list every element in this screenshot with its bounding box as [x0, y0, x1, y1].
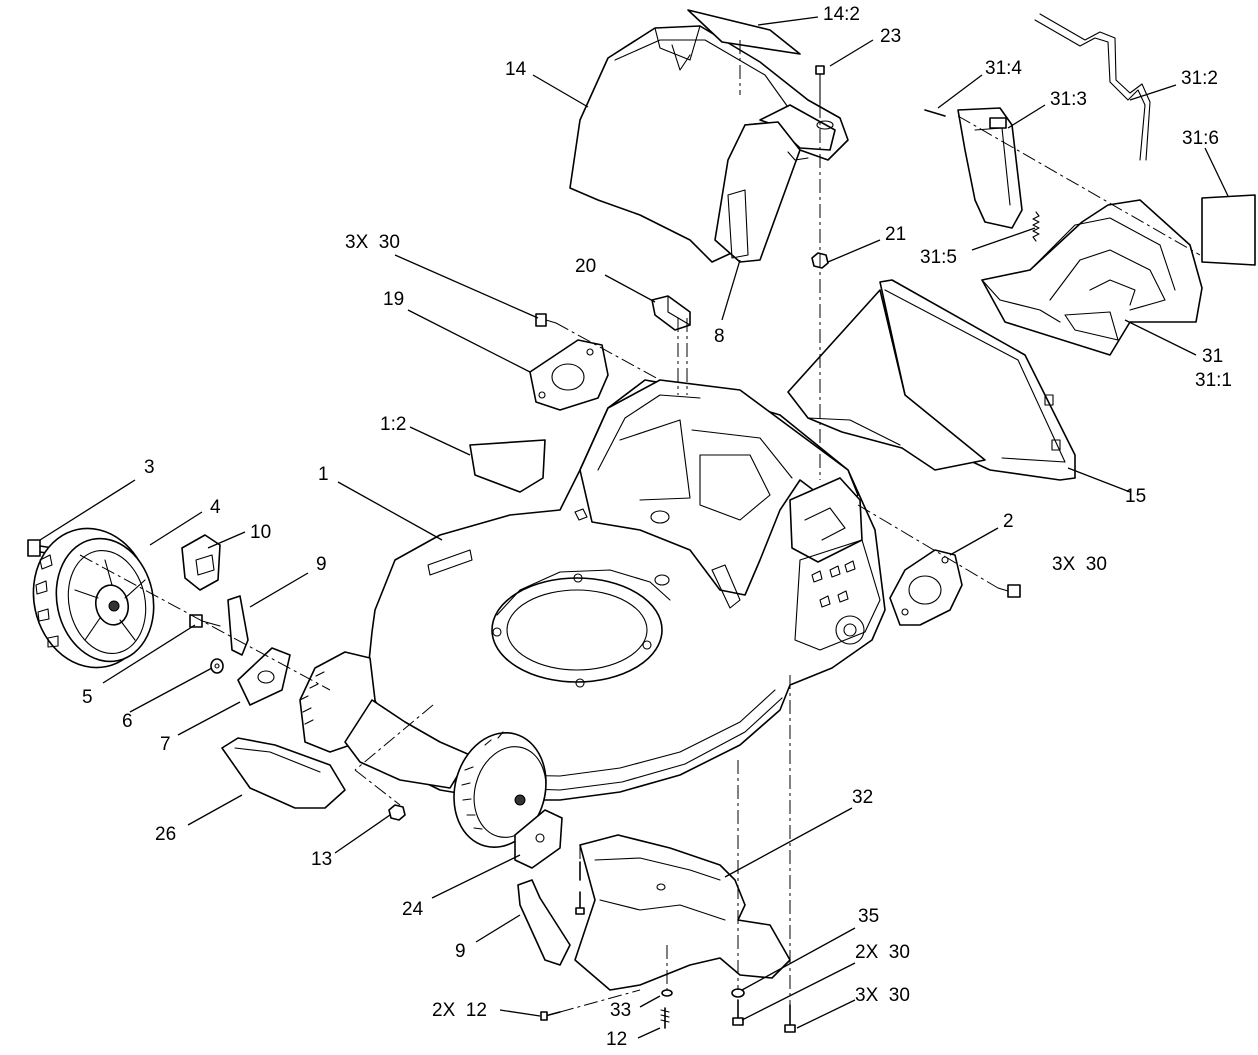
callout-7: 7 — [160, 734, 171, 755]
part-30-bolt-right — [997, 584, 1021, 598]
part-13-nut — [388, 804, 406, 821]
part-31-4-pin — [924, 109, 946, 117]
callout-20: 20 — [575, 256, 596, 277]
part-20-clip — [651, 295, 691, 331]
callout-32: 32 — [852, 787, 873, 808]
part-12-screw-left — [540, 1011, 561, 1021]
part-10-knob — [181, 534, 221, 591]
callout-1: 1 — [318, 464, 329, 485]
callout-21: 21 — [885, 224, 906, 245]
leader-lines — [39, 16, 1229, 1039]
callout-31-4: 31:4 — [985, 58, 1022, 79]
part-9-lever-top — [227, 595, 249, 656]
part-31-3-bracket — [957, 107, 1023, 229]
callout-24: 24 — [402, 899, 424, 920]
callout-2x-12: 2X 12 — [432, 1000, 487, 1021]
callout-19: 19 — [383, 289, 404, 310]
callout-5: 5 — [82, 687, 93, 708]
callout-3x-30-top: 3X 30 — [345, 232, 400, 253]
part-30-bolt-top — [535, 313, 557, 327]
callout-9-top: 9 — [316, 554, 327, 575]
callout-4: 4 — [210, 497, 221, 518]
callout-31-5: 31:5 — [920, 247, 957, 268]
callout-3x-30-bottom: 3X 30 — [855, 985, 910, 1006]
callout-8: 8 — [714, 326, 725, 347]
callout-3x-30-right: 3X 30 — [1052, 554, 1107, 575]
part-26-bumper — [221, 737, 346, 809]
part-small-screws-32 — [575, 861, 585, 915]
part-14-rear-cover — [569, 25, 849, 263]
callout-31-2: 31:2 — [1181, 68, 1218, 89]
callout-31-6: 31:6 — [1182, 128, 1219, 149]
callout-12: 12 — [606, 1029, 627, 1050]
callout-14: 14 — [505, 59, 527, 80]
callout-1-2: 1:2 — [380, 414, 406, 435]
callout-2: 2 — [1003, 511, 1014, 532]
part-1-2-decal — [469, 439, 546, 493]
part-1-mower-deck — [364, 379, 886, 801]
part-23-screw — [815, 65, 825, 105]
part-15-discharge-chute — [787, 279, 1076, 481]
part-2-bracket — [889, 549, 963, 626]
callout-35: 35 — [858, 906, 879, 927]
part-5-bolt — [189, 614, 221, 628]
callout-labels: 14:2 23 14 31:4 31:2 31:3 31:6 21 31:5 3… — [82, 4, 1232, 1050]
hidden-lines — [79, 40, 1201, 1013]
part-4-wheel — [32, 527, 155, 669]
part-31-5-spring — [1032, 211, 1040, 242]
callout-3: 3 — [144, 457, 155, 478]
part-24-front-wheel — [453, 731, 563, 869]
callout-9-bottom: 9 — [455, 941, 466, 962]
part-7-plate — [237, 647, 291, 706]
part-12-screw-bottom — [660, 1007, 670, 1029]
part-30-bolt-bottom-b — [784, 1004, 796, 1033]
callout-2x-30: 2X 30 — [855, 942, 910, 963]
callout-10: 10 — [250, 522, 271, 543]
callout-15: 15 — [1125, 486, 1146, 507]
part-19-bracket — [529, 339, 609, 411]
part-14-2-decal — [687, 9, 801, 55]
callout-26: 26 — [155, 824, 176, 845]
callout-6: 6 — [122, 711, 133, 732]
callout-31-1: 31:1 — [1195, 370, 1232, 391]
callout-23: 23 — [880, 26, 901, 47]
part-31-6-label — [1201, 194, 1256, 266]
callout-14-2: 14:2 — [823, 4, 860, 25]
part-31-2-rod — [1034, 13, 1151, 161]
part-30-bolt-bottom-a — [732, 999, 744, 1026]
part-6-washer — [210, 658, 224, 674]
callout-33: 33 — [610, 1000, 631, 1021]
part-9-lever-bottom — [517, 879, 571, 966]
callout-31: 31 — [1202, 346, 1223, 367]
part-33-washer — [661, 989, 673, 997]
part-31-discharge-door — [981, 199, 1203, 356]
part-32-baffle — [574, 834, 791, 991]
callout-31-3: 31:3 — [1050, 89, 1087, 110]
callout-13: 13 — [311, 849, 332, 870]
